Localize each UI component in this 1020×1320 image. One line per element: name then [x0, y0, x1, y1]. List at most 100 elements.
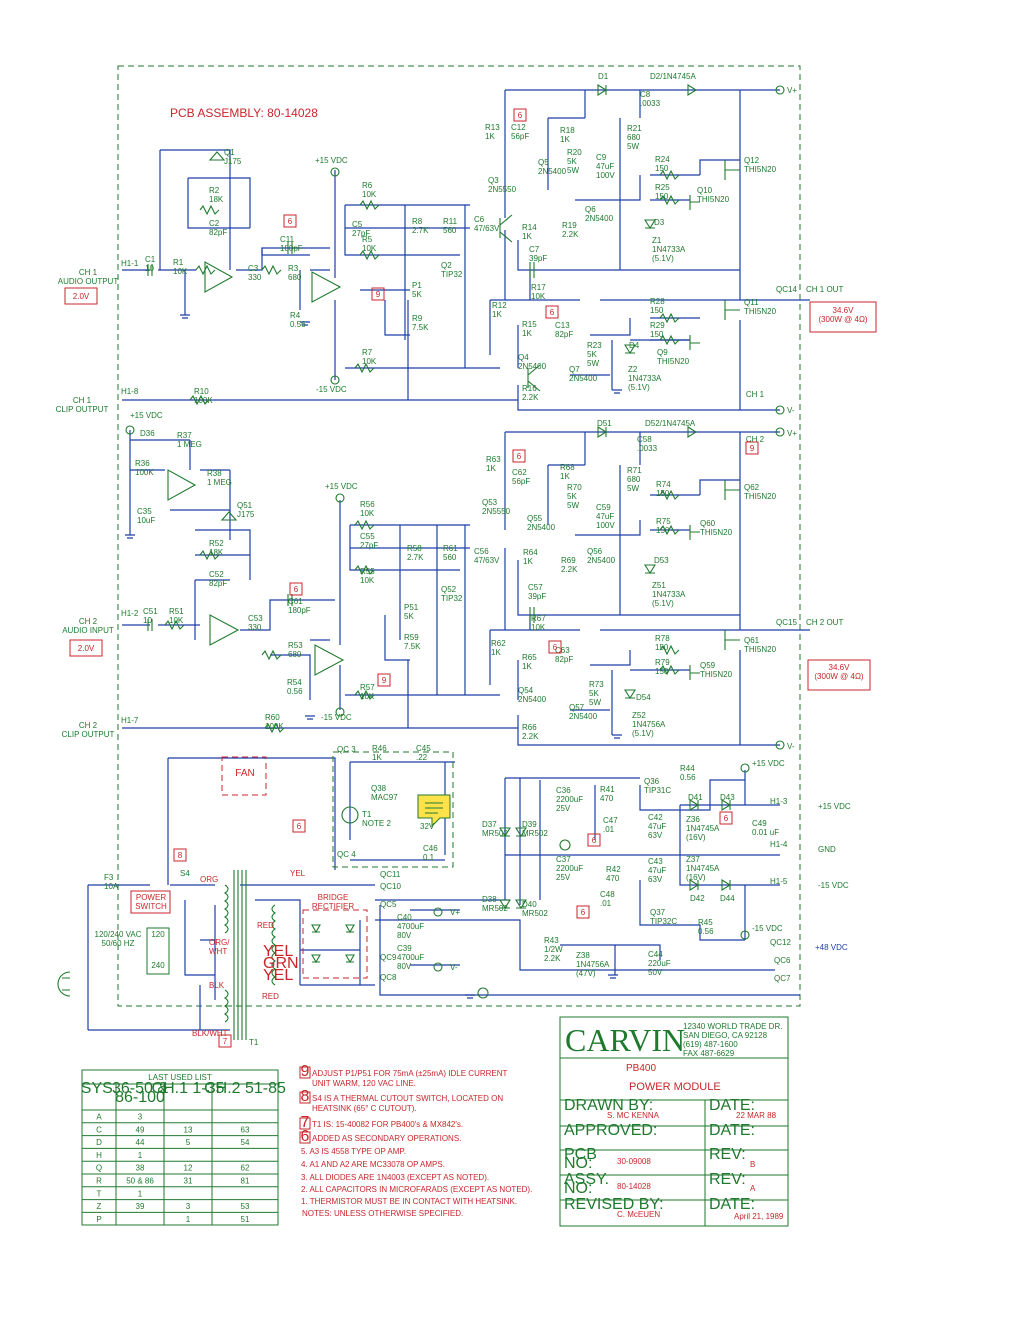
last-used-cell-2-2: 5: [186, 1138, 191, 1147]
last-used-title: LAST USED LIST: [148, 1073, 212, 1082]
ch1-power-label: 34.6V(300W @ 4Ω): [818, 306, 868, 324]
note-marker-box-7: [377, 673, 391, 687]
last-used-frame: [81, 1069, 279, 1226]
t1-label: T1: [249, 1038, 259, 1047]
last-used-cell-4-3: 62: [241, 1164, 250, 1173]
note-text-6: 3. ALL DIODES ARE 1N4003 (EXCEPT AS NOTE…: [301, 1173, 489, 1182]
connector-qc8: QC8: [380, 973, 397, 982]
revised-date-label: DATE:: [709, 1196, 755, 1213]
connector-qc4: QC 4: [337, 850, 356, 859]
last-used-cell-5-1: 50 & 86: [126, 1177, 154, 1186]
rail-vplus-2: V+: [787, 429, 797, 438]
title-model: PB400: [626, 1063, 656, 1074]
title-logo: CARVIN: [565, 1022, 685, 1058]
note-marker-4: 6: [517, 452, 522, 461]
note-marker-8: 6: [294, 585, 299, 594]
note-marker-14: 7: [223, 1037, 228, 1046]
last-used-cell-7-2: 3: [186, 1202, 191, 1211]
last-used-cell-1-3: 63: [241, 1125, 250, 1134]
last-used-cell-7-0: Z: [97, 1202, 102, 1211]
ch1-power-box: [809, 301, 877, 333]
connector-qc5: QC5: [380, 900, 397, 909]
title-frame: [559, 1016, 789, 1227]
approved-date-label: DATE:: [709, 1122, 755, 1139]
ch1-out-label: CH 1 OUT: [806, 285, 843, 294]
ch1-audio-output-level: 2.0V: [73, 292, 90, 301]
note-marker-6: 6: [553, 643, 558, 652]
label-d53: D53: [654, 556, 669, 565]
revised-by: C. McEUEN: [617, 1210, 660, 1219]
note-marker-1: 9: [376, 290, 381, 299]
note-marker-box-8: [289, 582, 303, 596]
red-label-2: RED: [262, 992, 279, 1001]
note-marker-12: 6: [581, 908, 586, 917]
last-used-cell-7-3: 53: [241, 1202, 250, 1211]
assy-no: 80-14028: [617, 1182, 651, 1191]
assy-rev: A: [750, 1184, 756, 1193]
note-marker-11: 6: [592, 836, 597, 845]
drawn-date: 22 MAR 88: [736, 1111, 777, 1120]
note-marker-box-14: [218, 1034, 232, 1048]
note-marker-box-11: [587, 833, 601, 847]
last-used-cell-2-3: 54: [241, 1138, 250, 1147]
note-marker-0: 6: [288, 217, 293, 226]
fan-box: [221, 756, 267, 796]
note-marker-9: 6: [297, 822, 302, 831]
label-c45: C45.22: [416, 744, 431, 762]
label-d43: D43: [720, 793, 735, 802]
note-marker-box-6: [548, 640, 562, 654]
label-d4: D4: [629, 341, 640, 350]
connector-qc11: QC11: [380, 870, 401, 879]
connector-qc15: QC15: [776, 618, 797, 627]
thermal-box: [332, 751, 454, 868]
